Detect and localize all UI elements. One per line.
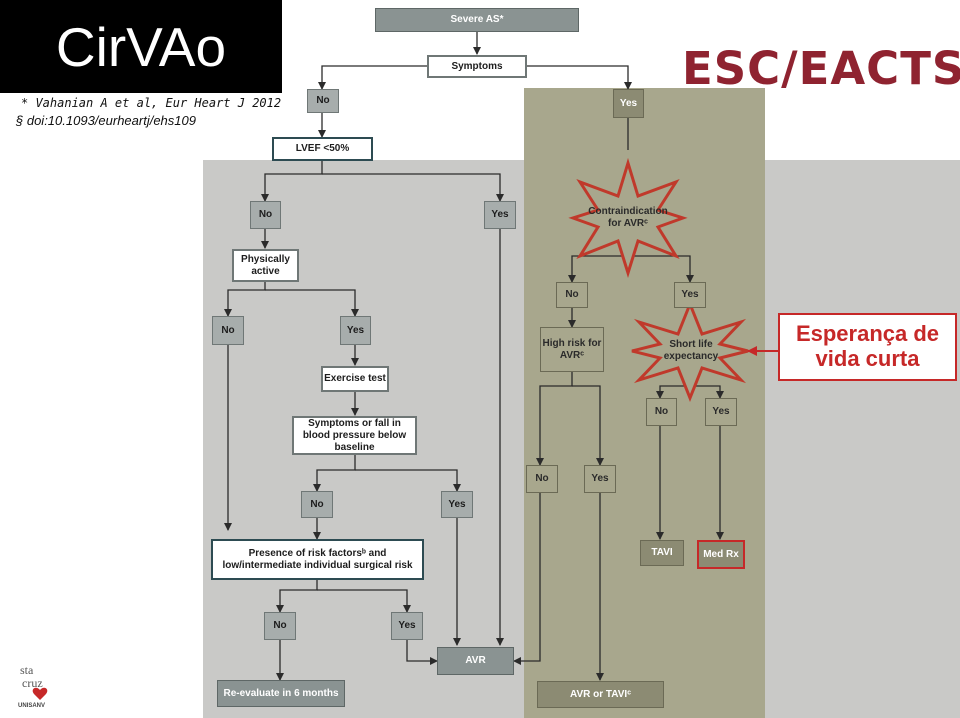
node-active-yes: Yes [340,316,371,345]
node-severe-as: Severe AS* [375,8,579,32]
callout-short-life: Esperança de vida curta [778,313,957,381]
logo-text-top: sta [20,663,34,677]
node-high-risk: High risk for AVRᶜ [540,327,604,372]
node-lvef-yes: Yes [484,201,516,229]
node-lvef-no: No [250,201,281,229]
node-contraindication: Contraindication for AVRᶜ [588,206,668,229]
node-risk-yes: Yes [391,612,423,640]
node-contra-yes: Yes [674,282,706,308]
node-med-rx: Med Rx [697,540,745,569]
node-tavi: TAVI [640,540,684,566]
star-short-life [631,299,749,403]
star-contraindication [568,157,688,279]
node-contra-no: No [556,282,588,308]
node-short-yes: Yes [705,398,737,426]
node-active-no: No [212,316,244,345]
reference-citation: * Vahanian A et al, Eur Heart J 2012 [21,96,282,110]
logo-text-bottom: cruz [22,676,43,690]
logo-icon: sta cruz [20,663,48,700]
node-symptoms-bp: Symptoms or fall in blood pressure below… [292,416,417,455]
node-physically-active: Physically active [232,249,299,282]
node-short-no: No [646,398,677,426]
node-yes-symptoms: Yes [613,89,644,118]
guideline-title: ESC/EACTS [682,42,960,95]
node-no-symptoms: No [307,89,339,113]
node-short-life: Short life expectancy [663,339,719,362]
heart-icon [32,687,48,700]
node-avr: AVR [437,647,514,675]
node-avr-or-tavi: AVR or TAVIᶜ [537,681,664,708]
node-risk-no: No [264,612,296,640]
logo-caption: UNISANV [18,703,46,709]
node-reevaluate: Re-evaluate in 6 months [217,680,345,707]
node-risk-factors: Presence of risk factorsᵇ and low/interm… [211,539,424,580]
node-high-risk-no: No [526,465,558,493]
node-bp-yes: Yes [441,491,473,518]
node-bp-no: No [301,491,333,518]
app-title: CirVAo [0,0,282,93]
node-symptoms: Symptoms [427,55,527,78]
node-exercise-test: Exercise test [321,366,389,392]
node-high-risk-yes: Yes [584,465,616,493]
reference-doi: § doi:10.1093/eurheartj/ehs109 [16,113,196,128]
node-lvef: LVEF <50% [272,137,373,161]
